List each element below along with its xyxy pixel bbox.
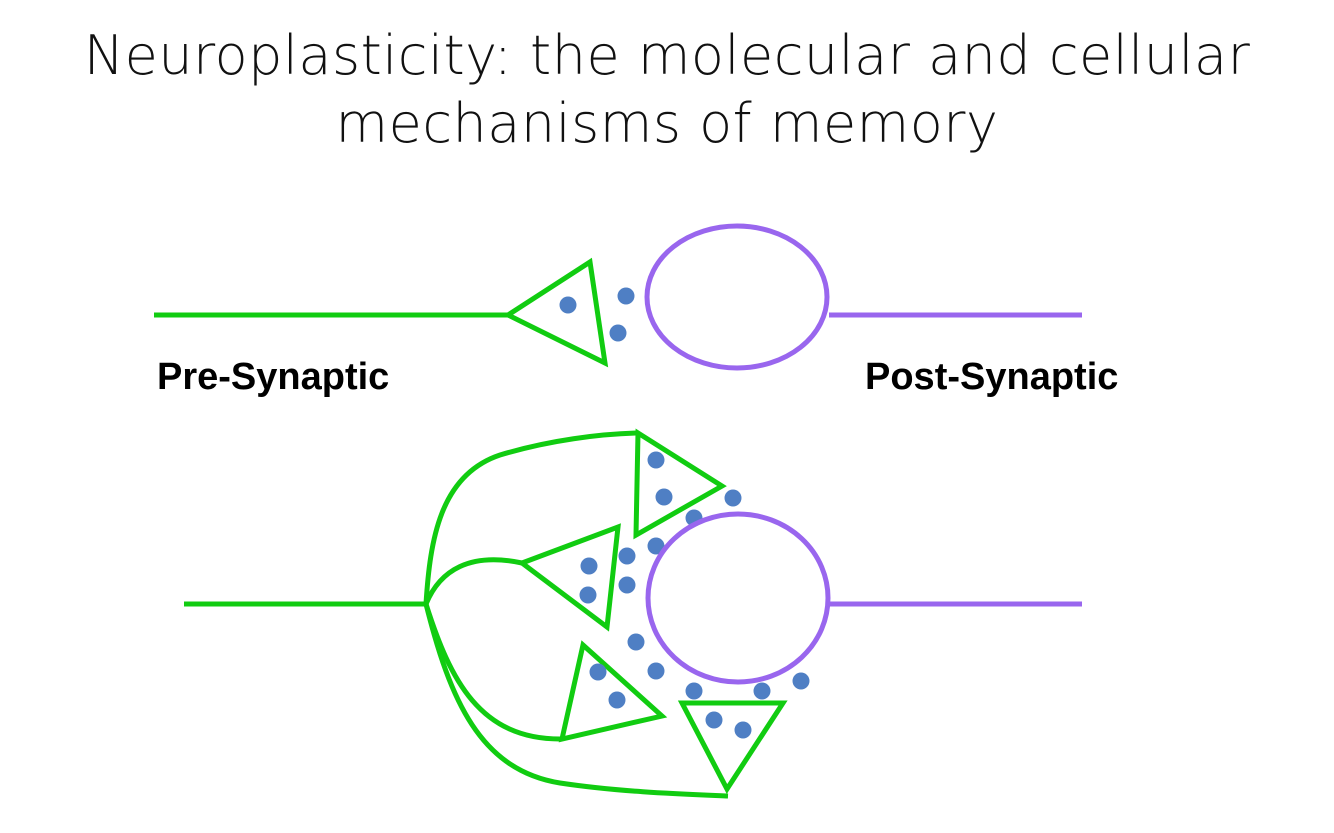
vesicle <box>724 489 742 507</box>
pre-synaptic-terminal <box>633 428 727 540</box>
vesicle <box>655 488 673 506</box>
potentiated-synapse <box>184 428 1082 799</box>
pre-synaptic-terminal <box>516 523 621 632</box>
pre-synaptic-terminal <box>502 257 609 368</box>
vesicle <box>618 547 636 565</box>
vesicle <box>647 537 665 555</box>
vesicle <box>734 721 752 739</box>
slide-title: Neuroplasticity: the molecular and cellu… <box>0 22 1334 158</box>
post-synaptic-cell <box>645 511 831 685</box>
axon-branch <box>423 603 729 799</box>
vesicle <box>579 586 597 604</box>
vesicle <box>559 296 577 314</box>
post-synaptic-label: Post-Synaptic <box>865 356 1119 398</box>
pre-synaptic-label: Pre-Synaptic <box>157 356 390 398</box>
vesicle <box>608 691 626 709</box>
vesicle <box>589 663 607 681</box>
title-line-2: mechanisms of memory <box>335 92 999 155</box>
vesicle <box>685 682 703 700</box>
vesicle <box>647 451 665 469</box>
pre-synaptic-terminal <box>558 640 668 743</box>
pre-synaptic-terminal <box>677 700 788 794</box>
vesicle <box>618 576 636 594</box>
vesicle <box>647 662 665 680</box>
vesicle <box>617 287 635 305</box>
vesicles-bottom <box>579 451 810 739</box>
vesicle <box>609 324 627 342</box>
vesicle <box>753 682 771 700</box>
title-line-1: Neuroplasticity: the molecular and cellu… <box>83 24 1251 87</box>
vesicle <box>705 711 723 729</box>
vesicle <box>580 557 598 575</box>
vesicle <box>792 672 810 690</box>
axon-branch <box>423 557 523 605</box>
vesicle <box>627 633 645 651</box>
post-synaptic-cell <box>644 223 830 371</box>
axon-branch <box>423 430 639 605</box>
single-synapse <box>154 223 1082 371</box>
vesicles-top <box>559 287 635 342</box>
